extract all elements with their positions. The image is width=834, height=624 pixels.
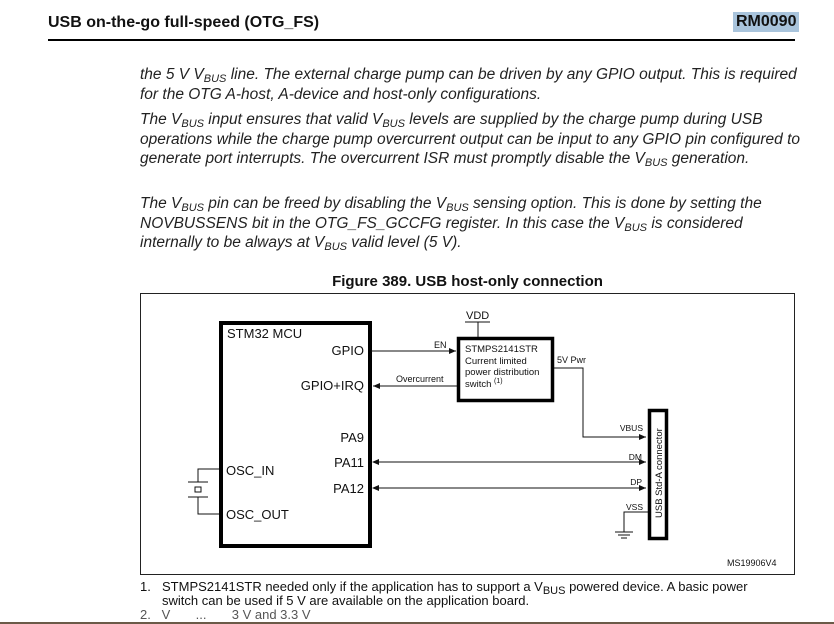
pin-osc-in: OSC_IN — [226, 463, 274, 478]
switch-line3: power distribution — [465, 367, 539, 378]
vdd-label: VDD — [466, 310, 489, 322]
section-title: USB on-the-go full-speed (OTG_FS) — [48, 14, 320, 31]
pwr-label: 5V Pwr — [557, 355, 586, 365]
vdd-line — [465, 321, 490, 337]
paragraph-1: the 5 V VBUS line. The external charge p… — [140, 66, 797, 103]
dp-label: DP — [630, 477, 642, 487]
dm-label: DM — [629, 452, 642, 462]
pin-gpio-irq: GPIO+IRQ — [301, 378, 364, 393]
pin-gpio: GPIO — [331, 343, 364, 358]
vbus-line — [554, 367, 646, 440]
footnote-number: 1. — [140, 579, 151, 594]
vss-label: VSS — [626, 502, 643, 512]
paragraph-3: The VBUS pin can be freed by disabling t… — [140, 195, 762, 253]
ground-icon — [615, 511, 648, 539]
figure-ref: MS19906V4 — [727, 558, 777, 568]
pin-pa11: PA11 — [334, 455, 364, 470]
cut-off-footnote: 2. V ... 3 V and 3.3 V — [140, 607, 311, 622]
figure-title: Figure 389. USB host-only connection — [332, 273, 603, 290]
mcu-box — [219, 321, 372, 548]
switch-note: (1) — [494, 378, 503, 385]
doc-id: RM0090 — [733, 12, 800, 32]
crystal-icon — [188, 468, 219, 515]
switch-line2: Current limited — [465, 356, 527, 367]
figure-frame — [140, 293, 795, 575]
footnote-text: STMPS2141STR needed only if the applicat… — [162, 579, 748, 608]
usb-connector-box — [647, 408, 669, 541]
connector-label: USB Std-A connector — [654, 428, 665, 518]
pin-pa9: PA9 — [340, 430, 364, 445]
pin-pa12: PA12 — [333, 481, 364, 496]
switch-box — [456, 336, 555, 403]
overcurrent-label: Overcurrent — [396, 374, 444, 384]
header-rule — [48, 39, 795, 41]
en-label: EN — [434, 340, 447, 350]
mcu-label: STM32 MCU — [227, 326, 302, 341]
switch-line4: switch — [465, 379, 491, 390]
paragraph-2: The VBUS input ensures that valid VBUS l… — [140, 111, 801, 169]
switch-line1: STMPS2141STR — [465, 344, 538, 355]
vbus-label: VBUS — [620, 423, 643, 433]
connection-diagram: STM32 MCU GPIO GPIO+IRQ PA9 PA11 PA12 OS… — [140, 293, 795, 575]
pin-osc-out: OSC_OUT — [226, 507, 289, 522]
window-edge — [0, 622, 834, 624]
